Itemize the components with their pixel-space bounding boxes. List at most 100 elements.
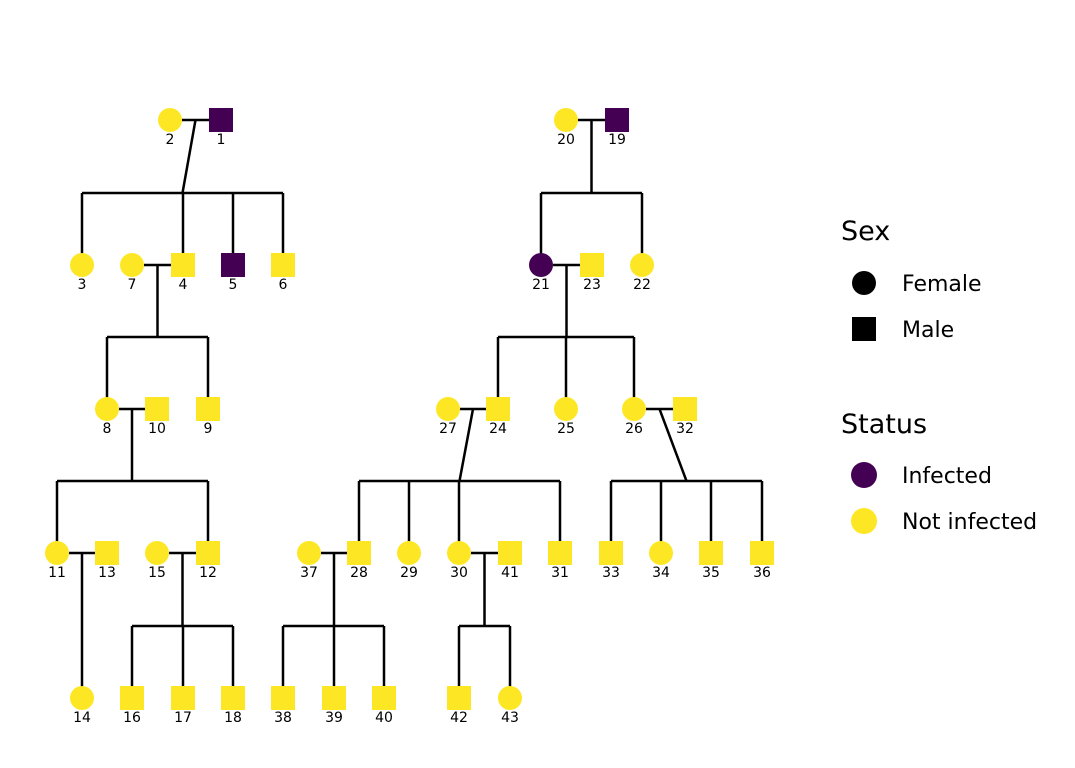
id-label-19: 19 bbox=[608, 132, 626, 148]
legend-status: Status Infected Not infected bbox=[841, 409, 1037, 535]
female-circle-43 bbox=[498, 686, 522, 710]
male-square-41 bbox=[498, 541, 522, 565]
id-label-28: 28 bbox=[350, 565, 368, 581]
female-circle-26 bbox=[622, 397, 646, 421]
female-circle-29 bbox=[397, 541, 421, 565]
id-label-30: 30 bbox=[450, 565, 468, 581]
female-circle-15 bbox=[145, 541, 169, 565]
female-circle-21 bbox=[529, 253, 553, 277]
legend-male-label: Male bbox=[902, 318, 954, 343]
id-label-12: 12 bbox=[199, 565, 217, 581]
id-label-33: 33 bbox=[602, 565, 620, 581]
male-square-17 bbox=[171, 686, 195, 710]
male-square-38 bbox=[271, 686, 295, 710]
male-square-40 bbox=[372, 686, 396, 710]
id-label-34: 34 bbox=[652, 565, 670, 581]
legend-female-label: Female bbox=[902, 272, 982, 297]
female-circle-20 bbox=[554, 108, 578, 132]
id-label-13: 13 bbox=[98, 565, 116, 581]
legend-sex-title: Sex bbox=[841, 216, 890, 247]
id-label-35: 35 bbox=[702, 565, 720, 581]
female-circle-7 bbox=[120, 253, 144, 277]
male-square-6 bbox=[271, 253, 295, 277]
legend-male-key bbox=[852, 317, 876, 341]
male-square-42 bbox=[447, 686, 471, 710]
male-square-16 bbox=[120, 686, 144, 710]
legend-not-infected-key bbox=[851, 508, 877, 534]
female-circle-11 bbox=[45, 541, 69, 565]
male-square-12 bbox=[196, 541, 220, 565]
male-square-33 bbox=[599, 541, 623, 565]
legend: Sex Female Male Status Infected Not infe… bbox=[841, 216, 1037, 535]
id-label-39: 39 bbox=[325, 710, 343, 726]
descent-line bbox=[181, 119, 197, 194]
id-label-23: 23 bbox=[583, 277, 601, 293]
id-label-37: 37 bbox=[300, 565, 318, 581]
id-label-9: 9 bbox=[204, 421, 213, 437]
id-label-42: 42 bbox=[450, 710, 468, 726]
id-label-26: 26 bbox=[625, 421, 643, 437]
id-label-27: 27 bbox=[439, 421, 457, 437]
legend-sex: Sex Female Male bbox=[841, 216, 982, 343]
male-square-1 bbox=[209, 108, 233, 132]
female-circle-2 bbox=[158, 108, 182, 132]
male-square-31 bbox=[548, 541, 572, 565]
id-label-15: 15 bbox=[148, 565, 166, 581]
female-circle-25 bbox=[554, 397, 578, 421]
id-label-20: 20 bbox=[557, 132, 575, 148]
id-label-43: 43 bbox=[501, 710, 519, 726]
id-label-5: 5 bbox=[229, 277, 238, 293]
male-square-23 bbox=[580, 253, 604, 277]
legend-status-title: Status bbox=[841, 409, 927, 440]
male-square-5 bbox=[221, 253, 245, 277]
id-label-16: 16 bbox=[123, 710, 141, 726]
legend-female-key bbox=[852, 271, 876, 295]
id-label-7: 7 bbox=[128, 277, 137, 293]
female-circle-3 bbox=[70, 253, 94, 277]
id-label-21: 21 bbox=[532, 277, 550, 293]
id-label-8: 8 bbox=[103, 421, 112, 437]
female-circle-27 bbox=[436, 397, 460, 421]
id-label-10: 10 bbox=[148, 421, 166, 437]
descent-line bbox=[658, 408, 688, 482]
id-label-17: 17 bbox=[174, 710, 192, 726]
male-square-13 bbox=[95, 541, 119, 565]
male-square-9 bbox=[196, 397, 220, 421]
id-label-1: 1 bbox=[217, 132, 226, 148]
id-label-40: 40 bbox=[375, 710, 393, 726]
male-square-28 bbox=[347, 541, 371, 565]
pedigree-lines bbox=[55, 118, 764, 688]
male-square-35 bbox=[699, 541, 723, 565]
id-label-29: 29 bbox=[400, 565, 418, 581]
id-label-6: 6 bbox=[279, 277, 288, 293]
female-circle-22 bbox=[630, 253, 654, 277]
id-label-41: 41 bbox=[501, 565, 519, 581]
female-circle-37 bbox=[297, 541, 321, 565]
female-circle-14 bbox=[70, 686, 94, 710]
female-circle-34 bbox=[649, 541, 673, 565]
male-square-24 bbox=[486, 397, 510, 421]
female-circle-8 bbox=[95, 397, 119, 421]
id-label-14: 14 bbox=[73, 710, 91, 726]
male-square-39 bbox=[322, 686, 346, 710]
male-square-36 bbox=[750, 541, 774, 565]
male-square-18 bbox=[221, 686, 245, 710]
id-label-24: 24 bbox=[489, 421, 507, 437]
male-square-19 bbox=[605, 108, 629, 132]
id-label-11: 11 bbox=[48, 565, 66, 581]
id-label-25: 25 bbox=[557, 421, 575, 437]
id-label-36: 36 bbox=[753, 565, 771, 581]
male-square-4 bbox=[171, 253, 195, 277]
male-square-32 bbox=[673, 397, 697, 421]
female-circle-30 bbox=[447, 541, 471, 565]
id-label-4: 4 bbox=[179, 277, 188, 293]
id-label-32: 32 bbox=[676, 421, 694, 437]
id-label-31: 31 bbox=[551, 565, 569, 581]
id-label-22: 22 bbox=[633, 277, 651, 293]
id-label-38: 38 bbox=[274, 710, 292, 726]
id-label-18: 18 bbox=[224, 710, 242, 726]
legend-infected-key bbox=[851, 462, 877, 488]
id-label-3: 3 bbox=[78, 277, 87, 293]
